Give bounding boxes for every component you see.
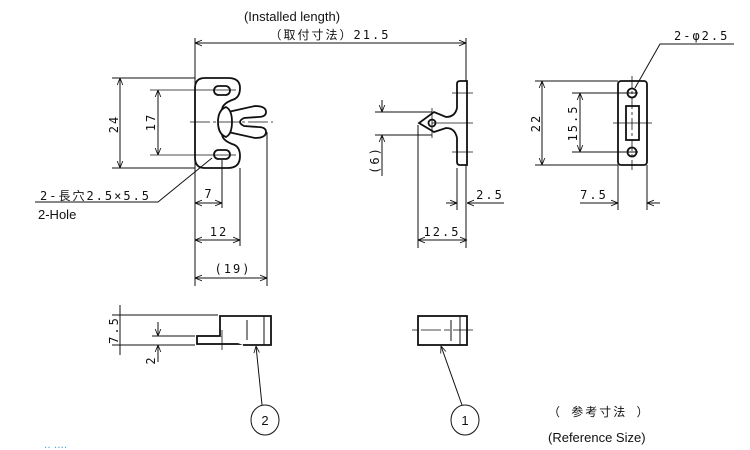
reference-size-en: (Reference Size) [548, 430, 646, 445]
overall-label: (19) [215, 262, 252, 276]
hole-note: 2-φ2.5 [674, 29, 729, 43]
height-dimension-label: 24 [107, 115, 121, 133]
part-1-number: 1 [461, 413, 468, 428]
height-label: 22 [529, 114, 543, 132]
hole-note-leader [634, 43, 734, 89]
reference-size-jp: （ 参考寸法 ） [548, 404, 650, 419]
flange-label: 2 [144, 355, 158, 364]
part-2-side-view [196, 315, 272, 350]
part-1-balloon [450, 404, 480, 436]
hole-pitch-label: 15.5 [566, 105, 580, 142]
thickness-label: 2.5 [476, 188, 504, 202]
decorative-dots: ‥ ‥‥ [44, 440, 67, 450]
offset-label: (6) [368, 146, 382, 174]
part-1-leader [441, 346, 463, 406]
part-2-leader [256, 346, 263, 406]
hole-offset-label: 7 [204, 187, 213, 201]
part-2-balloon [250, 404, 280, 436]
left-view-catch-body [194, 77, 267, 169]
slot-hole-top [213, 85, 231, 96]
side-height-label: 7.5 [107, 316, 121, 344]
part-2-number: 2 [261, 413, 268, 428]
width-label: 7.5 [580, 188, 608, 202]
hole-note-jp: 2-長穴2.5×5.5 [40, 188, 151, 203]
hole-note-en: 2-Hole [38, 207, 76, 222]
installed-length-label: (Installed length) [244, 9, 340, 24]
slot-hole-bottom [213, 149, 231, 160]
width-label: 12 [210, 225, 228, 239]
hole-note-leader [35, 157, 213, 203]
installed-length-value: （取付寸法）21.5 [270, 28, 391, 42]
part-1-side-view [412, 315, 474, 346]
hole-pitch-label: 17 [144, 113, 158, 131]
reach-label: 12.5 [424, 225, 461, 239]
